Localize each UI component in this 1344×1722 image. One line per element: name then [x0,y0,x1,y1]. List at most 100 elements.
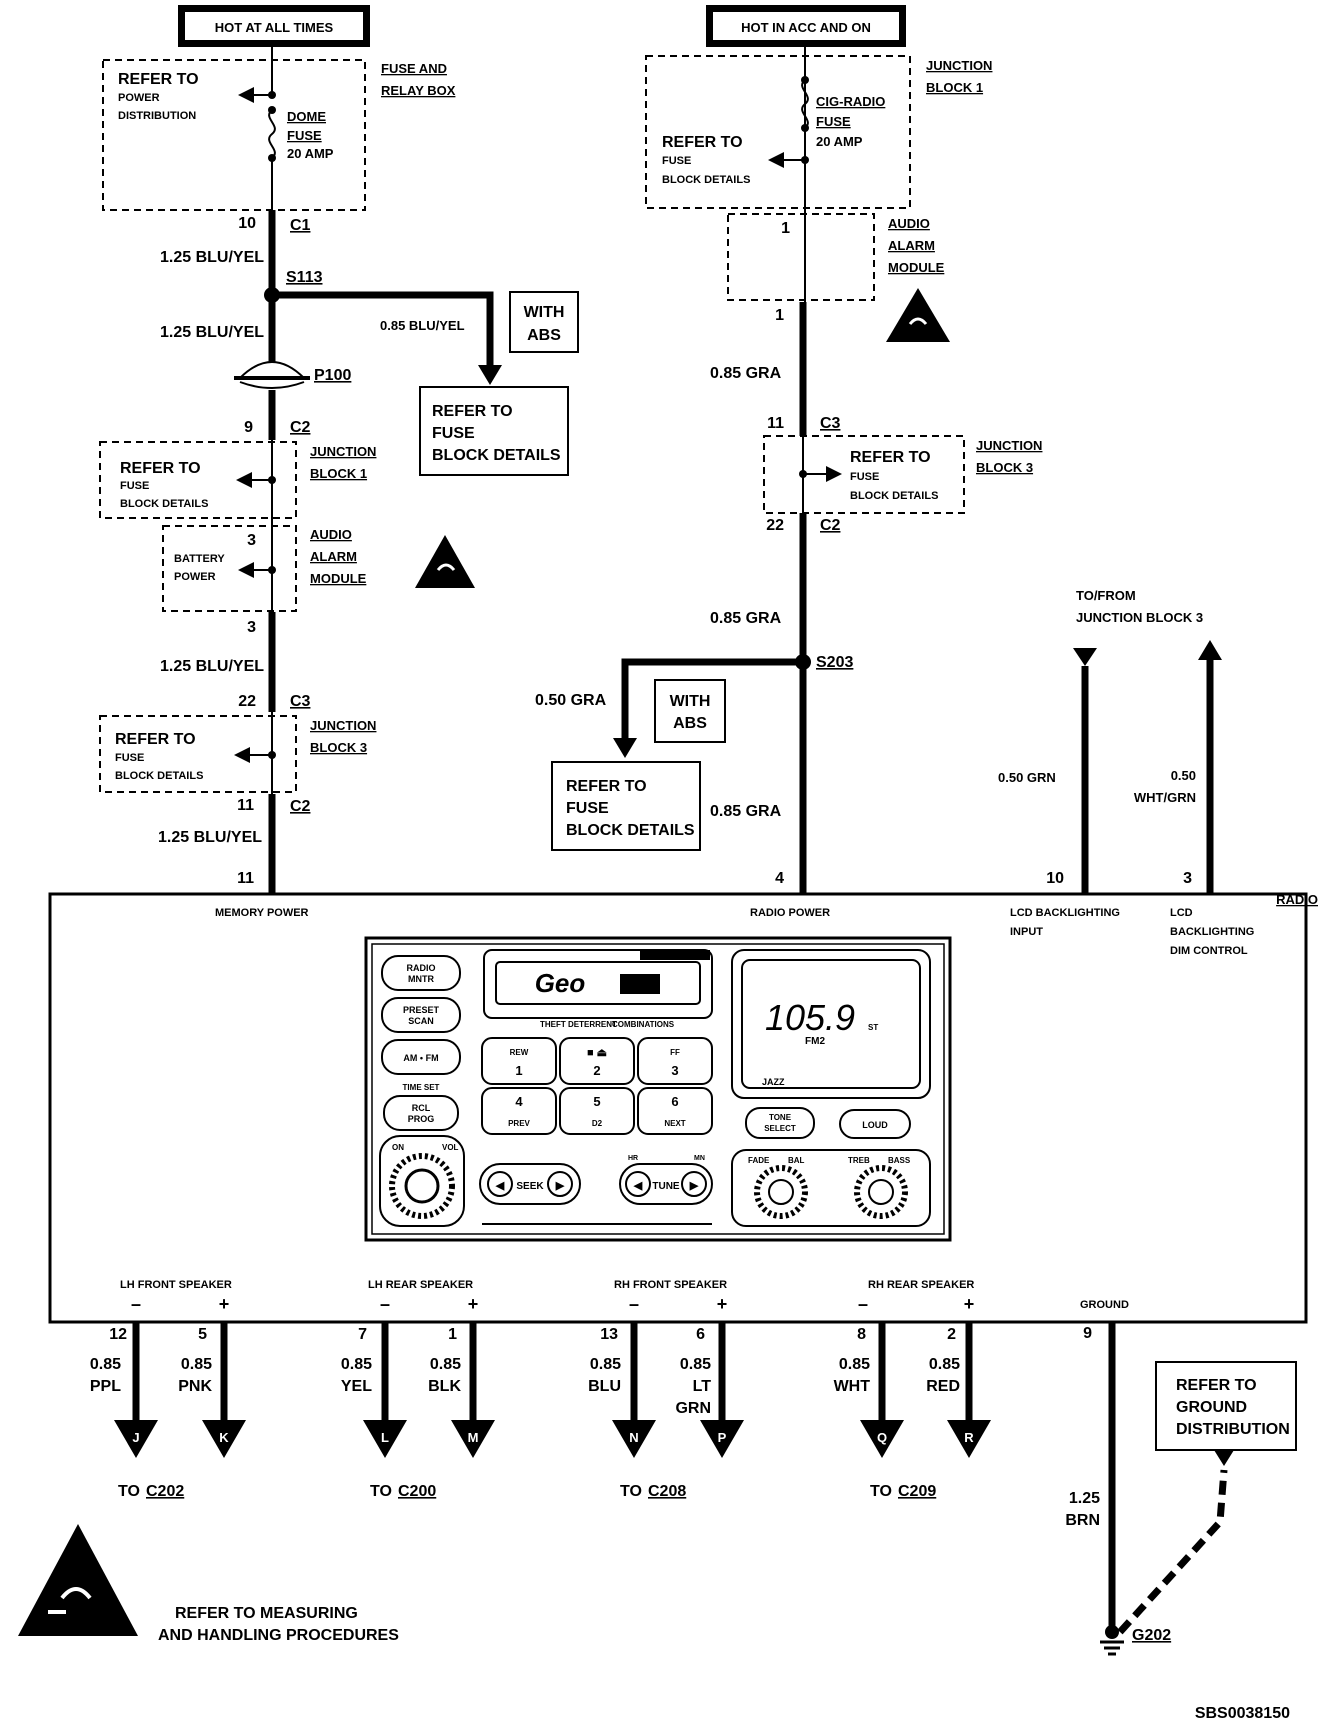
preset-key-3[interactable] [637,1037,713,1085]
loud-button[interactable] [839,1109,911,1139]
svg-text:C200: C200 [398,1483,436,1500]
svg-text:REFER TO MEASURING: REFER TO MEASURING [175,1605,358,1622]
svg-text:11: 11 [237,870,254,887]
svg-text:LOUD: LOUD [862,1120,888,1130]
svg-text:S113: S113 [286,269,323,286]
svg-text:M: M [468,1430,479,1445]
svg-text:0.50 GRN: 0.50 GRN [998,770,1056,785]
svg-text:FUSE: FUSE [115,752,144,764]
svg-text:FUSE: FUSE [566,800,609,817]
refer-ground-distribution-box [1155,1361,1297,1451]
svg-text:7: 7 [358,1326,367,1343]
svg-text:RH FRONT SPEAKER: RH FRONT SPEAKER [614,1279,727,1291]
abs-branch-wire-right [621,658,803,742]
rcl-prog-button[interactable] [383,1095,459,1131]
svg-text:10: 10 [1046,870,1064,887]
svg-text:RED: RED [926,1378,960,1395]
svg-text:ON: ON [392,1143,404,1152]
svg-text:0.85: 0.85 [341,1356,372,1373]
svg-text:JUNCTION: JUNCTION [926,58,992,73]
svg-text:AUDIO: AUDIO [310,527,352,542]
radio-box [48,892,1308,1324]
radio-mntr-button[interactable] [381,955,461,991]
esd-warning-icon [18,1524,138,1636]
svg-text:3: 3 [247,532,256,549]
svg-text:P100: P100 [314,367,351,384]
svg-text:22: 22 [238,693,256,710]
radio-faceplate: RADIO MNTR PRESET SCAN AM • FM TIME SET … [364,936,952,1242]
svg-text:YEL: YEL [341,1378,372,1395]
junction-block-3-left [99,715,297,793]
junction-block-1-left [99,441,297,519]
svg-text:–: – [629,1294,639,1314]
svg-text:GRN: GRN [675,1400,711,1417]
svg-text:PREV: PREV [508,1119,530,1128]
svg-text:BAL: BAL [788,1156,805,1165]
speaker-wire-m: 1 0.85 BLK M [428,1322,495,1458]
svg-text:LCD: LCD [1170,907,1193,919]
svg-text:JAZZ: JAZZ [762,1077,785,1087]
svg-text:Q: Q [877,1430,887,1445]
svg-text:ABS: ABS [527,327,561,344]
svg-text:+: + [964,1294,975,1314]
svg-text:REFER TO: REFER TO [115,731,196,748]
svg-text:REFER TO: REFER TO [118,71,199,88]
tone-select-button[interactable] [745,1107,815,1139]
svg-text:BLOCK DETAILS: BLOCK DETAILS [120,498,208,510]
preset-key-6[interactable] [637,1087,713,1135]
svg-text:THEFT DETERRENT: THEFT DETERRENT [540,1020,617,1029]
svg-text:LH REAR SPEAKER: LH REAR SPEAKER [368,1279,473,1291]
svg-text:BATTERY: BATTERY [174,553,225,565]
speaker-wire-r: 2 0.85 RED R [926,1322,991,1458]
preset-keypad: REW FF ■ ⏏ 1 2 3 4 5 6 PREV D2 NEXT [481,1037,713,1135]
svg-text:RADIO: RADIO [1276,892,1318,907]
geo-logo: Geo [535,968,586,998]
svg-text:HOT AT ALL TIMES: HOT AT ALL TIMES [215,20,334,35]
svg-text:TO: TO [118,1483,140,1500]
svg-text:LCD BACKLIGHTING: LCD BACKLIGHTING [1010,907,1120,919]
preset-key-2[interactable] [559,1037,635,1085]
speaker-wire-k: 5 0.85 PNK K [178,1322,246,1458]
svg-text:CIG-RADIO: CIG-RADIO [816,94,885,109]
svg-text:+: + [717,1294,728,1314]
svg-text:0.85 GRA: 0.85 GRA [710,803,782,820]
preset-key-5[interactable] [559,1087,635,1135]
svg-text:RELAY BOX: RELAY BOX [381,83,456,98]
svg-text:BASS: BASS [888,1156,911,1165]
svg-text:BLOCK 3: BLOCK 3 [976,460,1033,475]
audio-alarm-module-right [727,213,875,301]
svg-text:FADE: FADE [748,1156,770,1165]
svg-text:R: R [964,1430,974,1445]
refer-fuse-block-box-left [419,386,569,476]
svg-text:REFER TO: REFER TO [662,134,743,151]
svg-text:BLOCK DETAILS: BLOCK DETAILS [662,174,750,186]
preset-scan-button[interactable] [381,997,461,1033]
svg-text:TO/FROM: TO/FROM [1076,588,1136,603]
svg-text:DIM CONTROL: DIM CONTROL [1170,945,1248,957]
svg-text:4: 4 [515,1094,523,1109]
svg-text:22: 22 [766,517,784,534]
svg-text:9: 9 [244,419,253,436]
svg-text:BLK: BLK [428,1378,461,1395]
svg-text:FUSE: FUSE [287,128,322,143]
svg-text:AND HANDLING PROCEDURES: AND HANDLING PROCEDURES [158,1627,399,1644]
svg-text:AUDIO: AUDIO [888,216,930,231]
hot-in-acc-and-on-header: HOT IN ACC AND ON [706,5,906,47]
svg-text:0.85: 0.85 [430,1356,461,1373]
svg-text:LT: LT [693,1378,712,1395]
svg-text:LH FRONT SPEAKER: LH FRONT SPEAKER [120,1279,232,1291]
svg-text:RADIO POWER: RADIO POWER [750,907,830,919]
svg-text:PNK: PNK [178,1378,212,1395]
svg-text:NEXT: NEXT [664,1119,685,1128]
preset-key-4[interactable] [481,1087,557,1135]
svg-text:FM2: FM2 [805,1036,825,1047]
frequency-readout: 105.9 [765,997,855,1038]
preset-key-1[interactable] [481,1037,557,1085]
svg-text:BLOCK 1: BLOCK 1 [310,466,367,481]
svg-text:ABS: ABS [673,715,707,732]
am-fm-button[interactable] [381,1039,461,1075]
svg-text:FUSE: FUSE [120,480,149,492]
svg-text:PROG: PROG [408,1114,435,1124]
svg-text:1.25: 1.25 [1069,1490,1100,1507]
